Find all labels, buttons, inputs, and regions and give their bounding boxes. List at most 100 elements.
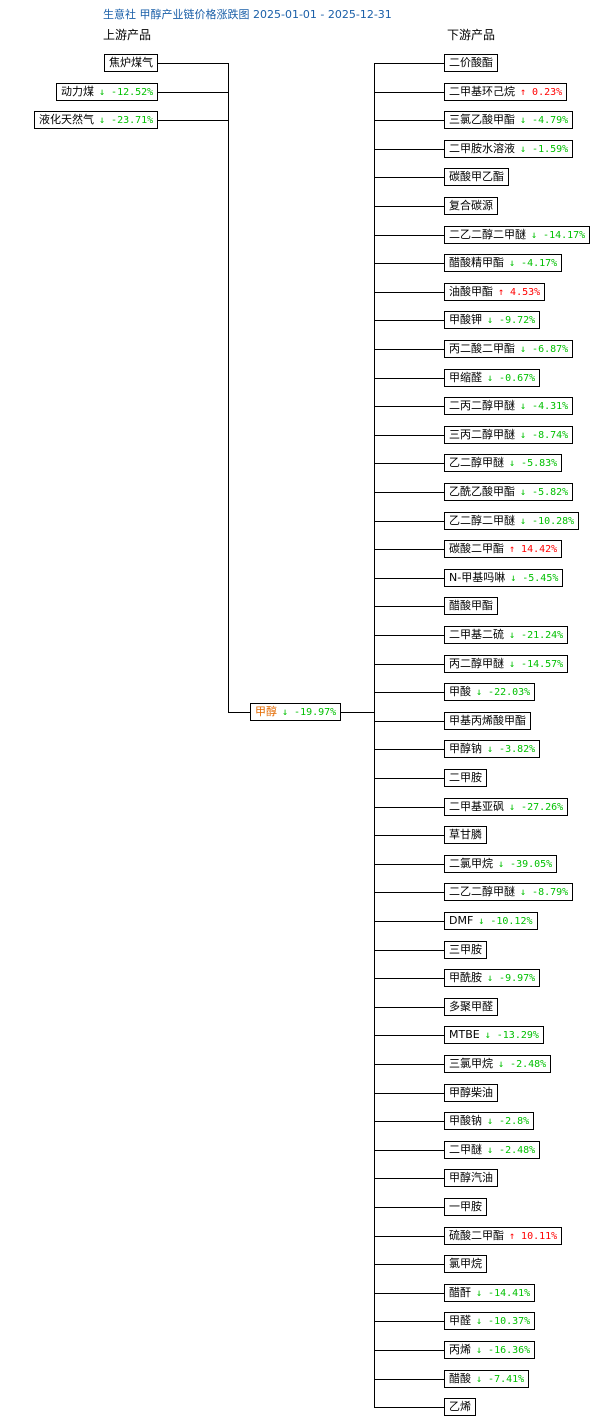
change-value: -4.17% xyxy=(521,258,558,269)
downstream-node[interactable]: 多聚甲醛 xyxy=(444,998,498,1016)
product-name: 复合碳源 xyxy=(449,199,493,212)
downstream-node[interactable]: 甲基丙烯酸甲酯 xyxy=(444,712,531,730)
connector-line xyxy=(374,349,444,350)
upstream-node[interactable]: 焦炉煤气 xyxy=(104,54,158,72)
arrow-down-icon: ↓ xyxy=(520,487,533,498)
upstream-node[interactable]: 动力煤↓ -12.52% xyxy=(56,82,159,101)
downstream-node[interactable]: 二氯甲烷↓ -39.05% xyxy=(444,855,558,873)
connector-line xyxy=(374,1064,444,1065)
product-name: 丙二醇甲醚 xyxy=(449,657,504,670)
upstream-header: 上游产品 xyxy=(103,28,152,42)
downstream-node[interactable]: 乙烯 xyxy=(444,1398,476,1416)
downstream-node[interactable]: 三氯乙酸甲酯↓ -4.79% xyxy=(444,111,574,129)
downstream-node[interactable]: 二甲醚↓ -2.48% xyxy=(444,1141,541,1159)
downstream-node[interactable]: 乙酰乙酸甲酯↓ -5.82% xyxy=(444,483,574,501)
product-name: 甲缩醛 xyxy=(449,371,482,384)
center-node[interactable]: 甲醇↓ -19.97% xyxy=(250,703,342,721)
downstream-node[interactable]: 二甲基环己烷↑ 0.23% xyxy=(444,83,568,101)
downstream-node[interactable]: 甲醇柴油 xyxy=(444,1084,498,1102)
downstream-node[interactable]: 二甲基二硫↓ -21.24% xyxy=(444,626,569,644)
downstream-node[interactable]: 乙二醇甲醚↓ -5.83% xyxy=(444,454,563,472)
connector-line xyxy=(374,864,444,865)
connector-line xyxy=(374,1093,444,1094)
downstream-node[interactable]: 甲酸↓ -22.03% xyxy=(444,683,536,701)
downstream-node[interactable]: 乙二醇二甲醚↓ -10.28% xyxy=(444,512,580,530)
downstream-node[interactable]: 甲酸钠↓ -2.8% xyxy=(444,1112,535,1130)
connector-line xyxy=(374,235,444,236)
downstream-node[interactable]: 醋酸↓ -7.41% xyxy=(444,1370,530,1388)
product-name: 甲酸钾 xyxy=(449,313,482,326)
change-value: -14.17% xyxy=(543,230,586,241)
connector-line xyxy=(374,921,444,922)
arrow-down-icon: ↓ xyxy=(487,315,500,326)
change-value: -23.71% xyxy=(111,115,154,126)
change-value: -5.45% xyxy=(522,573,559,584)
downstream-node[interactable]: 氯甲烷 xyxy=(444,1255,487,1273)
downstream-node[interactable]: 醋酸甲酯 xyxy=(444,597,498,615)
price-change: ↓ -10.12% xyxy=(478,916,532,927)
downstream-node[interactable]: 甲醇钠↓ -3.82% xyxy=(444,740,541,758)
downstream-node[interactable]: 醋酐 ↓ -14.41% xyxy=(444,1284,536,1302)
arrow-down-icon: ↓ xyxy=(99,86,112,98)
change-value: -1.59% xyxy=(532,144,569,155)
downstream-node[interactable]: 硫酸二甲酯↑ 10.11% xyxy=(444,1227,563,1245)
product-name: 二丙二醇甲醚 xyxy=(449,399,515,412)
connector-line xyxy=(374,978,444,979)
downstream-node[interactable]: 甲缩醛↓ -0.67% xyxy=(444,369,541,387)
product-name: 乙酰乙酸甲酯 xyxy=(449,485,515,498)
downstream-node[interactable]: 二甲基亚砜↓ -27.26% xyxy=(444,798,569,816)
product-name: MTBE xyxy=(449,1028,480,1041)
change-value: -6.87% xyxy=(532,344,569,355)
price-change: ↓ -14.41% xyxy=(476,1288,530,1299)
downstream-node[interactable]: 三丙二醇甲醚↓ -8.74% xyxy=(444,426,574,444)
price-change: ↑ 10.11% xyxy=(509,1231,557,1242)
downstream-node[interactable]: 甲醛↓ -10.37% xyxy=(444,1312,536,1330)
product-name: 醋酐 xyxy=(449,1286,471,1299)
downstream-node[interactable]: 三氯甲烷↓ -2.48% xyxy=(444,1055,552,1073)
connector-line xyxy=(374,492,444,493)
downstream-node[interactable]: 草甘膦 xyxy=(444,826,487,844)
downstream-node[interactable]: 一甲胺 xyxy=(444,1198,487,1216)
downstream-node[interactable]: 复合碳源 xyxy=(444,197,498,215)
connector-line xyxy=(374,1236,444,1237)
downstream-node[interactable]: 碳酸甲乙酯 xyxy=(444,168,509,186)
arrow-down-icon: ↓ xyxy=(476,1288,489,1299)
downstream-node[interactable]: 二丙二醇甲醚 ↓ -4.31% xyxy=(444,397,574,415)
upstream-node[interactable]: 液化天然气↓ -23.71% xyxy=(34,111,159,129)
downstream-node[interactable]: 甲酰胺↓ -9.97% xyxy=(444,969,541,987)
downstream-node[interactable]: 二甲胺 xyxy=(444,769,487,787)
downstream-node[interactable]: 三甲胺 xyxy=(444,941,487,959)
product-name: 甲酸钠 xyxy=(449,1114,482,1127)
downstream-node[interactable]: 碳酸二甲酯↑ 14.42% xyxy=(444,540,563,558)
downstream-node[interactable]: 丙烯↓ -16.36% xyxy=(444,1341,536,1359)
downstream-node[interactable]: 二价酸酯 xyxy=(444,54,498,72)
arrow-down-icon: ↓ xyxy=(520,115,533,126)
product-name: 二乙二醇甲醚 xyxy=(449,885,515,898)
connector-line xyxy=(374,692,444,693)
product-name: 醋酸甲酯 xyxy=(449,599,493,612)
change-value: -2.8% xyxy=(499,1116,530,1127)
connector-line xyxy=(374,149,444,150)
downstream-node[interactable]: 二甲胺水溶液↓ -1.59% xyxy=(444,140,574,158)
change-value: -7.41% xyxy=(488,1374,525,1385)
downstream-node[interactable]: DMF↓ -10.12% xyxy=(444,912,538,930)
price-change: ↓ -2.48% xyxy=(487,1145,535,1156)
downstream-node[interactable]: 甲醇汽油 xyxy=(444,1169,498,1187)
downstream-node[interactable]: 丙二醇甲醚↓ -14.57% xyxy=(444,655,569,673)
product-name: 醋酸 xyxy=(449,1372,471,1385)
price-change: ↓ -6.87% xyxy=(520,344,568,355)
downstream-node[interactable]: MTBE↓ -13.29% xyxy=(444,1026,544,1044)
price-change: ↓ -27.26% xyxy=(509,802,563,813)
downstream-node[interactable]: 二乙二醇甲醚↓ -8.79% xyxy=(444,883,574,901)
product-name: 动力煤 xyxy=(61,84,94,98)
downstream-node[interactable]: 油酸甲酯↑ 4.53% xyxy=(444,283,546,301)
downstream-node[interactable]: 甲酸钾↓ -9.72% xyxy=(444,311,541,329)
price-change: ↓ -4.31% xyxy=(520,401,568,412)
downstream-node[interactable]: 丙二酸二甲酯↓ -6.87% xyxy=(444,340,574,358)
product-name: 二价酸酯 xyxy=(449,56,493,69)
downstream-node[interactable]: 醋酸精甲酯↓ -4.17% xyxy=(444,254,563,272)
downstream-node[interactable]: 二乙二醇二甲醚↓ -14.17% xyxy=(444,226,591,244)
price-change: ↓ -21.24% xyxy=(509,630,563,641)
downstream-node[interactable]: N-甲基吗啉↓ -5.45% xyxy=(444,569,564,587)
arrow-down-icon: ↓ xyxy=(498,859,511,870)
